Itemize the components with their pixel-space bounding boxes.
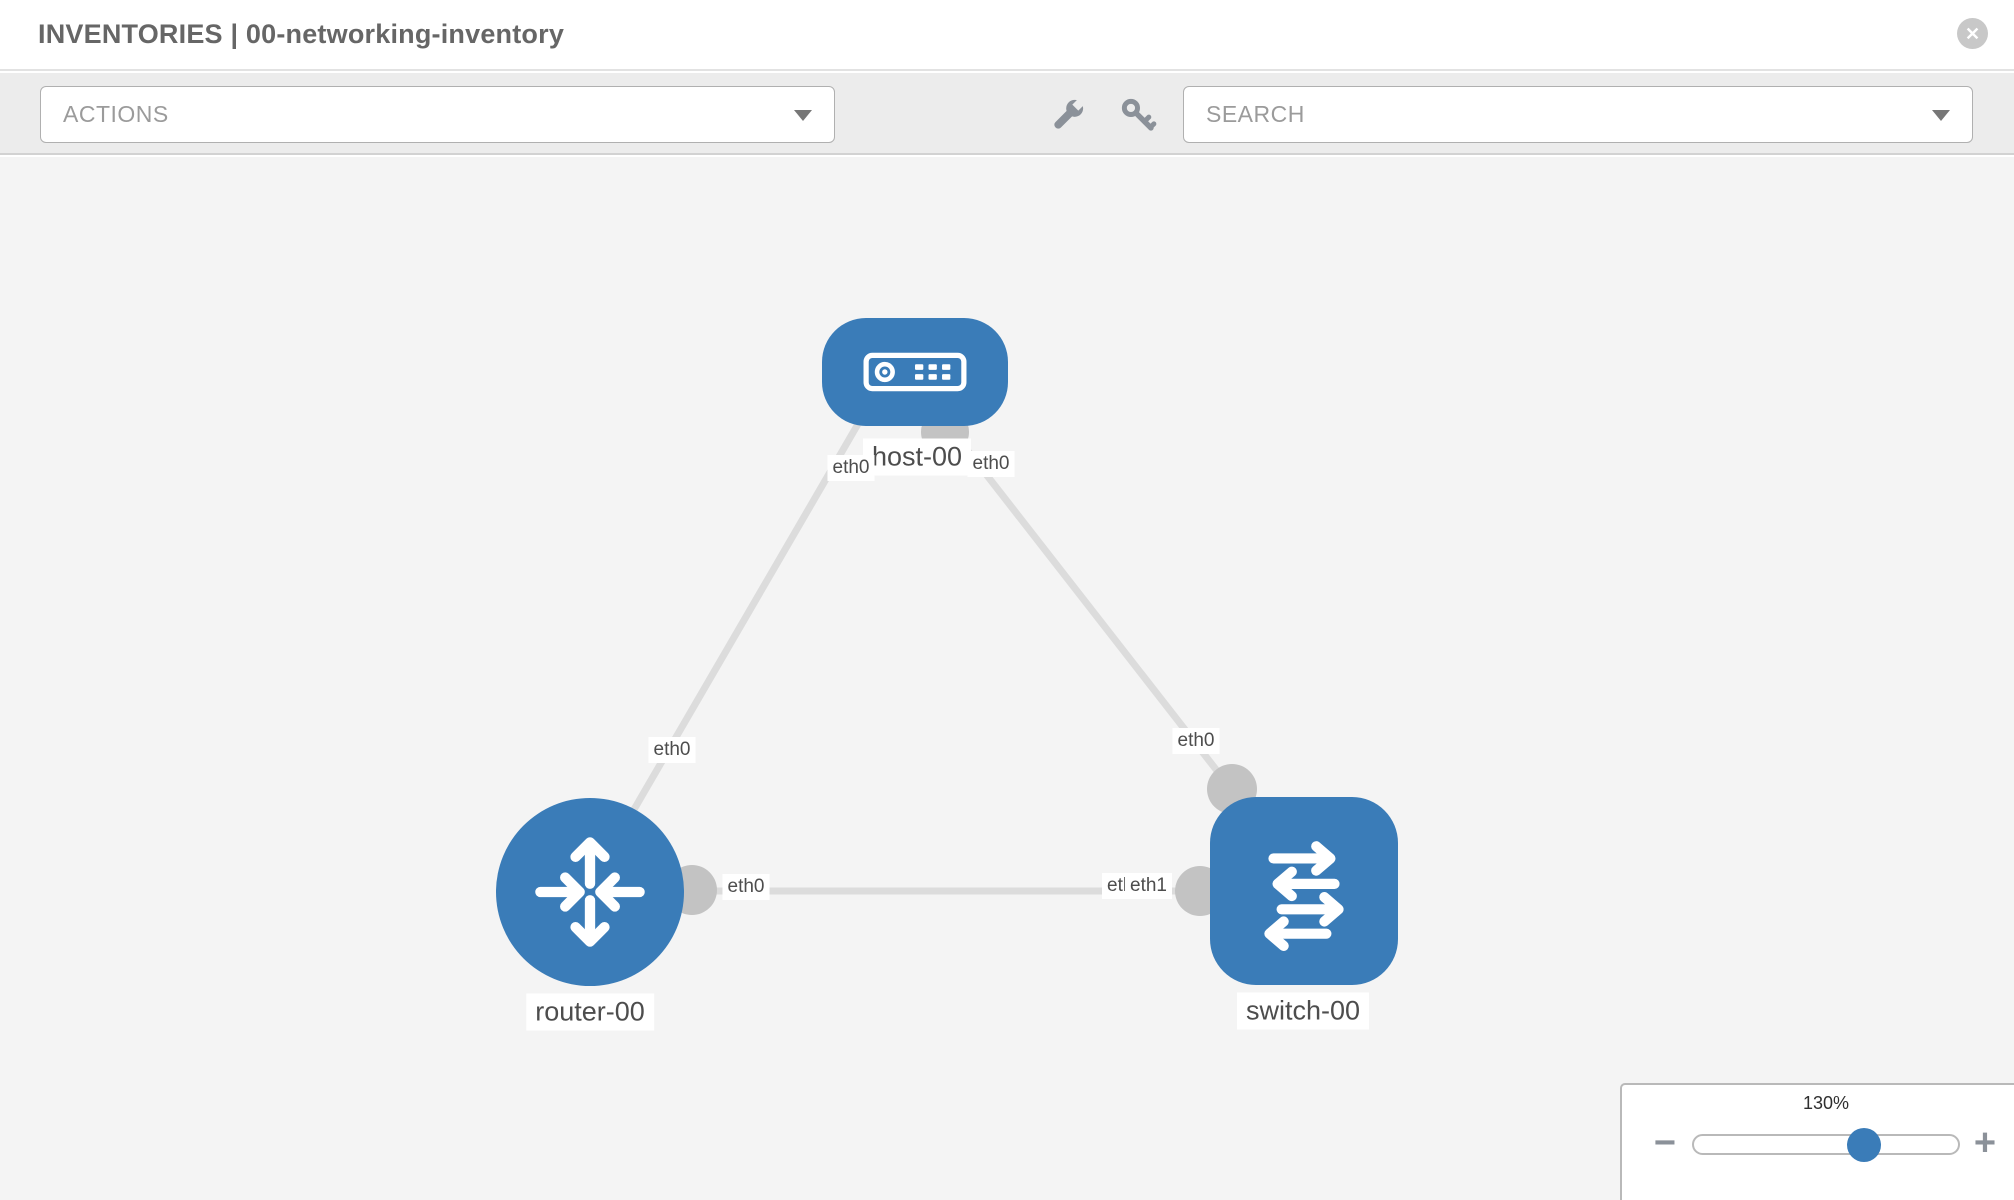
actions-dropdown[interactable]: ACTIONS — [40, 86, 835, 143]
node-label-router: router-00 — [526, 993, 654, 1031]
page-title: INVENTORIES | 00-networking-inventory — [38, 19, 565, 49]
toolbar: ACTIONS SEARCH — [0, 73, 2014, 155]
zoom-out-button[interactable]: − — [1643, 1121, 1687, 1165]
chevron-down-icon — [794, 109, 812, 121]
interface-label: eth0 — [648, 737, 696, 763]
interface-label: eth1 — [1125, 873, 1172, 899]
zoom-slider-track[interactable] — [1692, 1134, 1960, 1155]
topology-links-layer — [596, 408, 1257, 916]
minus-icon: − — [1653, 1121, 1677, 1164]
node-label-switch: switch-00 — [1236, 992, 1370, 1030]
topology-canvas[interactable]: host-00 router-00 switch-00 eth0 eth0 et… — [0, 157, 2014, 1200]
search-dropdown-label: SEARCH — [1206, 101, 1305, 127]
header: INVENTORIES | 00-networking-inventory ✕ — [0, 0, 2014, 71]
host-icon — [863, 352, 967, 392]
interface-label: eth0 — [827, 455, 875, 481]
interface-label: eth0 — [722, 874, 770, 900]
node-label-host: host-00 — [862, 438, 972, 476]
interface-label: eth0 — [967, 451, 1015, 477]
router-icon — [535, 837, 645, 947]
interface-label: eth0 — [1172, 728, 1220, 754]
zoom-slider-thumb[interactable] — [1847, 1128, 1881, 1162]
search-dropdown[interactable]: SEARCH — [1183, 86, 1973, 143]
actions-dropdown-label: ACTIONS — [63, 101, 169, 127]
node-router-00[interactable] — [496, 798, 684, 986]
node-switch-00[interactable] — [1210, 797, 1398, 985]
chevron-down-icon — [1932, 109, 1950, 121]
node-host-00[interactable] — [822, 318, 1008, 426]
key-icon[interactable] — [1118, 95, 1158, 135]
zoom-in-button[interactable]: + — [1963, 1121, 2007, 1165]
switch-icon — [1264, 841, 1344, 951]
plus-icon: + — [1973, 1121, 1997, 1164]
zoom-control-panel: 130% − + — [1620, 1083, 2014, 1200]
wrench-icon[interactable] — [1048, 95, 1088, 135]
close-icon[interactable]: ✕ — [1957, 18, 1988, 49]
zoom-level-readout: 130% — [1802, 1093, 1850, 1113]
link-host-router — [596, 422, 862, 870]
